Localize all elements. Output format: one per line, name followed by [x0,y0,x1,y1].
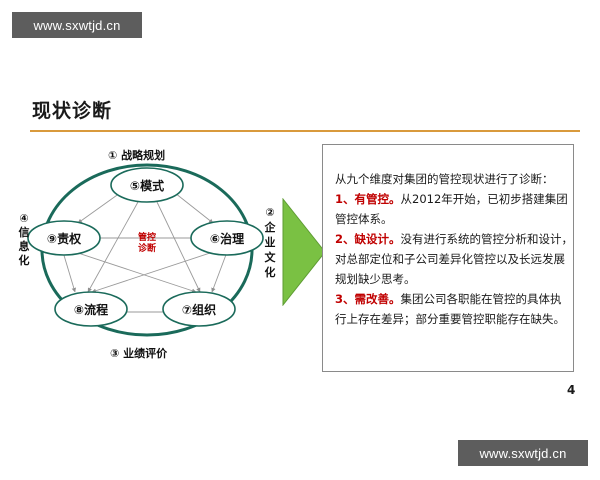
node-5-mode[interactable]: ⑤模式 [110,167,184,203]
diagnosis-item-3-line-2: 行上存在差异；部分重要管控职能存在缺失。 [335,312,565,326]
node-7-label: ⑦组织 [182,302,216,317]
dimension-label-performance: ③ 业绩评价 [110,347,168,360]
diagnosis-item-3-line-1: 3、需改善。集团公司各职能在管控的具体执 [335,289,563,309]
node-8-label: ⑧流程 [74,302,108,317]
diagnosis-item-2-line-2: 对总部定位和子公司差异化管控以及长远发展 [335,252,565,266]
node-6-label: ⑥治理 [210,231,244,246]
watermark-top: www.sxwtjd.cn [12,12,142,38]
diagnosis-item-2-lead: 2、缺设计。 [335,232,401,246]
node-9-label: ⑨责权 [47,231,82,246]
diagnosis-item-1-lead: 1、有管控。 [335,192,401,206]
node-5-label: ⑤模式 [130,178,164,193]
diagnosis-item-2-line-1: 2、缺设计。没有进行系统的管控分析和设计， [335,229,573,249]
diagnosis-item-1-line-1: 1、有管控。从2012年开始，已初步搭建集团 [335,189,568,209]
page-title: 现状诊断 [32,100,113,122]
diagnosis-item-1-body-1: 从2012年开始，已初步搭建集团 [400,192,568,206]
diagnosis-item-2-line-3: 规划缺少思考。 [335,272,416,286]
node-7-zuzhi[interactable]: ⑦组织 [162,291,236,327]
node-8-liucheng[interactable]: ⑧流程 [54,291,128,327]
diagnosis-intro: 从九个维度对集团的管控现状进行了诊断： [335,172,554,186]
title-underline-rule [30,130,580,132]
page-number: 4 [567,383,576,397]
center-label-line2: 诊断 [138,242,156,254]
diagnosis-item-3-body-1: 集团公司各职能在管控的具体执 [400,292,562,306]
dimension-label-strategy: ① 战略规划 [108,149,166,162]
governance-diagram: 管控 诊断 ⑤模式 ⑨责权 ⑥治理 ⑧流程 [0,140,310,380]
center-label-line1: 管控 [138,231,156,243]
diagnosis-item-1-line-2: 管控体系。 [335,212,393,226]
watermark-bottom: www.sxwtjd.cn [458,440,588,466]
diagnosis-item-2-body-1: 没有进行系统的管控分析和设计， [400,232,574,246]
diagnosis-item-3-lead: 3、需改善。 [335,292,401,306]
diagnosis-textbox: 从九个维度对集团的管控现状进行了诊断： 1、有管控。从2012年开始，已初步搭建… [322,144,574,372]
node-6-zhili[interactable]: ⑥治理 [190,220,264,256]
green-arrow [282,197,326,307]
node-9-zequan[interactable]: ⑨责权 [27,220,101,256]
